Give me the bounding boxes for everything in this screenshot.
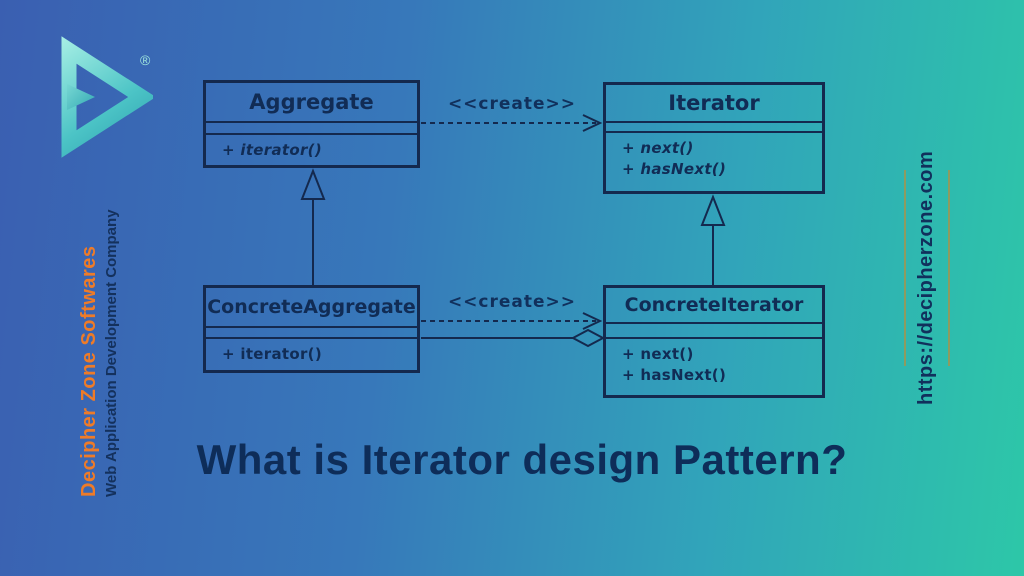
create-dependency-label: <<create>>	[447, 94, 577, 114]
attributes-compartment	[206, 123, 417, 135]
hollow-diamond-icon	[570, 328, 606, 348]
methods-compartment: + next() + hasNext()	[606, 133, 822, 191]
methods-compartment: + iterator()	[206, 339, 417, 370]
class-box-iterator: Iterator + next() + hasNext()	[603, 82, 825, 194]
class-box-concrete-aggregate: ConcreteAggregate + iterator()	[203, 285, 420, 373]
method-item: + hasNext()	[622, 160, 727, 178]
method-item: + next()	[622, 139, 694, 157]
decorative-rule-right	[948, 170, 950, 366]
attributes-compartment	[606, 324, 822, 339]
page-title: What is Iterator design Pattern?	[196, 436, 848, 483]
class-name: Iterator	[606, 85, 822, 123]
registered-trademark-icon: ®	[140, 52, 151, 68]
decorative-rule-left	[904, 170, 906, 366]
method-item: + next()	[622, 345, 694, 363]
attributes-compartment	[206, 328, 417, 339]
methods-compartment: + iterator()	[206, 135, 417, 165]
open-arrowhead-icon	[582, 312, 603, 330]
website-url: https://decipherzone.com	[915, 150, 937, 405]
method-item: + hasNext()	[622, 366, 727, 384]
open-arrowhead-icon	[582, 114, 603, 132]
hollow-triangle-icon	[300, 168, 326, 200]
attributes-compartment	[606, 123, 822, 133]
class-box-aggregate: Aggregate + iterator()	[203, 80, 420, 168]
class-name: ConcreteIterator	[606, 288, 822, 324]
methods-compartment: + next() + hasNext()	[606, 339, 822, 395]
method-item: + iterator()	[222, 141, 322, 159]
class-name: Aggregate	[206, 83, 417, 123]
create-dependency-label: <<create>>	[447, 292, 577, 312]
class-box-concrete-iterator: ConcreteIterator + next() + hasNext()	[603, 285, 825, 398]
class-name: ConcreteAggregate	[206, 288, 417, 328]
play-triangle-logo-icon	[61, 36, 156, 158]
decipher-zone-logo	[57, 33, 156, 169]
hollow-triangle-icon	[700, 194, 726, 226]
method-item: + iterator()	[222, 345, 322, 363]
